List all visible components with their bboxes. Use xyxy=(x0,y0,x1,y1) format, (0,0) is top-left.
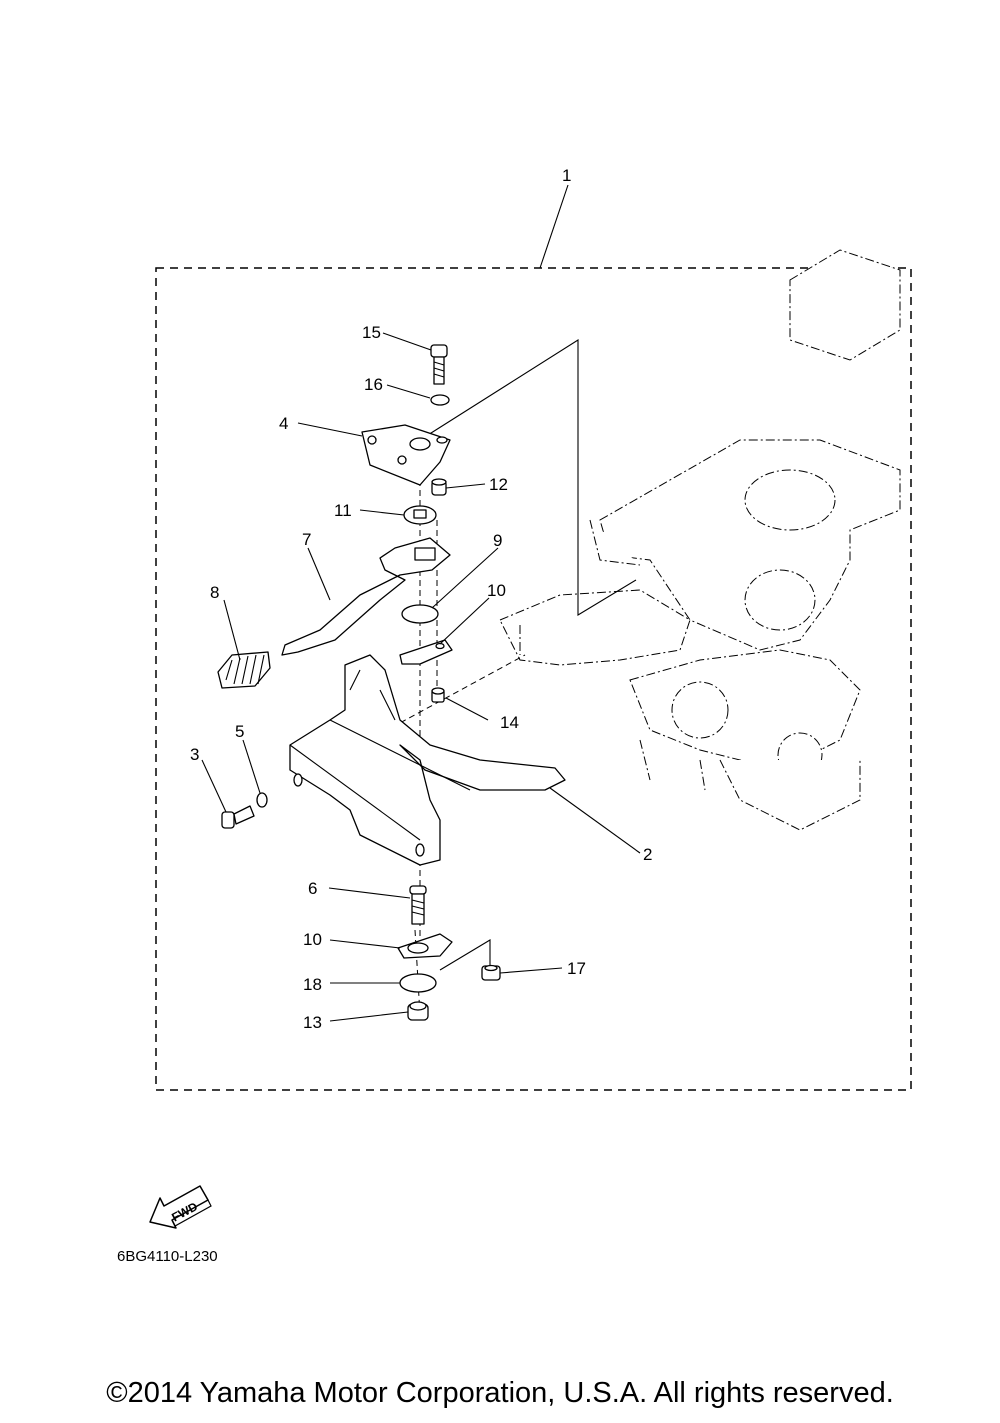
callout-9: 9 xyxy=(493,531,502,550)
callout-13: 13 xyxy=(303,1013,322,1032)
callout-6: 6 xyxy=(308,879,317,898)
part-16-washer xyxy=(430,394,450,406)
part-2-bracket-plate xyxy=(289,654,566,866)
callout-15: 15 xyxy=(362,323,381,342)
part-4-bracket xyxy=(361,424,451,486)
callout-labels: 1 2 3 4 5 6 7 8 9 10 10 11 12 13 14 15 1… xyxy=(190,166,652,1032)
diagram-reference-code: 6BG4110-L230 xyxy=(117,1248,218,1265)
part-11-plate-washer xyxy=(403,505,437,525)
part-17-nut xyxy=(481,964,501,981)
callout-10-upper: 10 xyxy=(487,581,506,600)
part-7-lever xyxy=(281,537,451,656)
callout-8: 8 xyxy=(210,583,219,602)
callout-leaders xyxy=(201,184,641,1022)
callout-11: 11 xyxy=(334,501,352,520)
part-15-bolt xyxy=(430,344,448,385)
part-10-plate-washer-upper xyxy=(399,639,453,665)
callout-14: 14 xyxy=(500,713,519,732)
engine-mount-ghost-outline xyxy=(499,249,901,831)
callout-12: 12 xyxy=(489,475,508,494)
copyright-notice: ©2014 Yamaha Motor Corporation, U.S.A. A… xyxy=(106,1377,894,1409)
part-13-nut xyxy=(407,1001,429,1021)
assembly-boundary xyxy=(155,267,912,1091)
callout-1: 1 xyxy=(562,166,571,185)
callout-2: 2 xyxy=(643,845,652,864)
callout-17: 17 xyxy=(567,959,586,978)
callout-10-lower: 10 xyxy=(303,930,322,949)
part-8-grip xyxy=(217,651,271,689)
callout-7: 7 xyxy=(302,530,311,549)
callout-5: 5 xyxy=(235,722,244,741)
part-18-washer xyxy=(399,973,437,993)
part-3-bolt xyxy=(221,805,255,829)
part-5-lock-washer xyxy=(256,792,268,808)
fwd-arrow-icon: FWD xyxy=(149,1185,212,1229)
callout-4: 4 xyxy=(279,414,288,433)
part-10-plate-washer-lower xyxy=(397,933,453,959)
part-9-washer xyxy=(401,604,439,624)
callout-16: 16 xyxy=(364,375,383,394)
callout-3: 3 xyxy=(190,745,199,764)
part-14-collar xyxy=(431,687,445,703)
callout-18: 18 xyxy=(303,975,322,994)
part-12-collar xyxy=(431,478,447,496)
part-6-pin xyxy=(409,885,427,925)
